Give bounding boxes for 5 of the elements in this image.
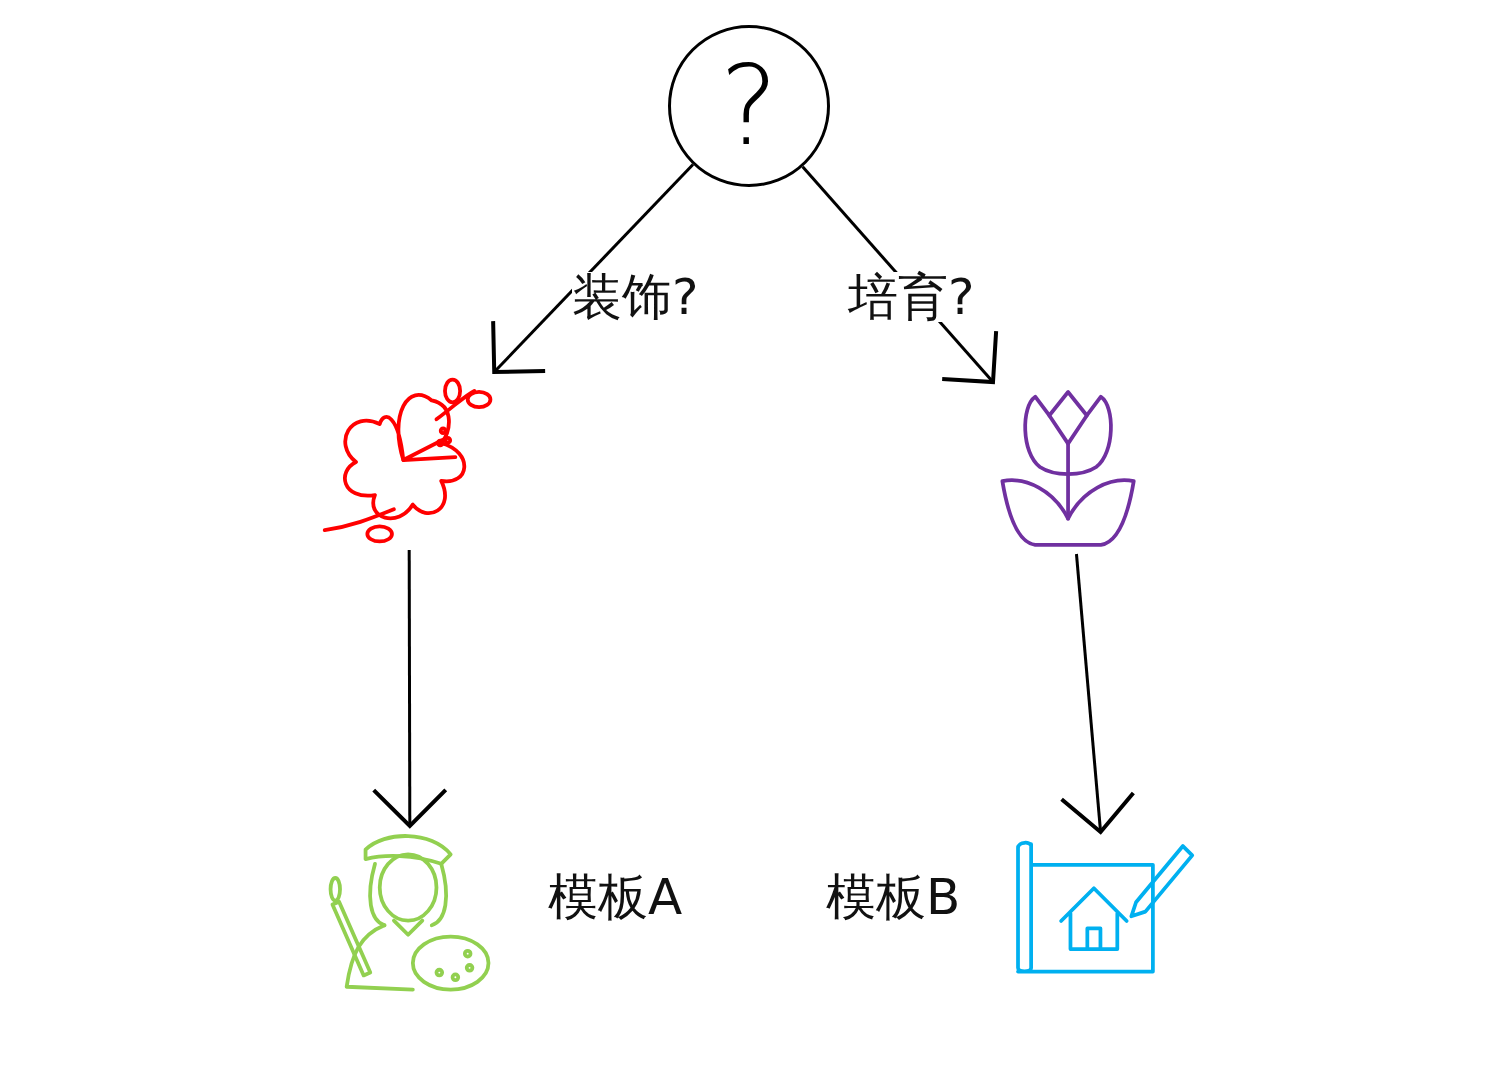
caption-text: 模板A bbox=[548, 872, 683, 922]
question-circle: ? bbox=[668, 25, 830, 187]
arrow bbox=[1059, 553, 1136, 834]
arrow bbox=[491, 163, 695, 374]
arrow bbox=[371, 550, 448, 828]
